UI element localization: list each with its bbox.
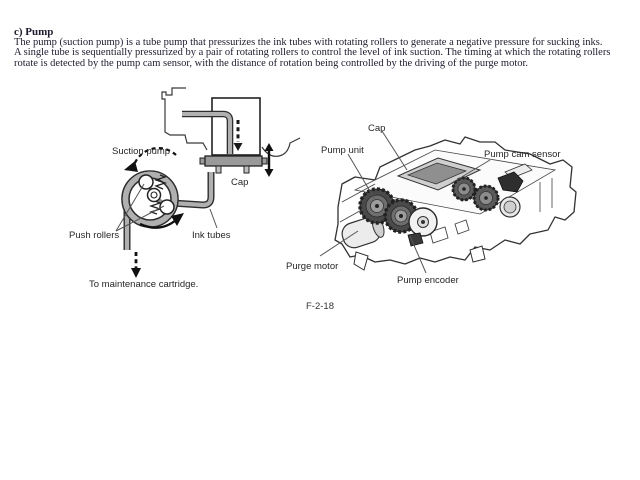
label-pump-encoder: Pump encoder <box>397 275 459 286</box>
label-to-maintenance-cartridge: To maintenance cartridge. <box>89 279 199 290</box>
description-text-block: c) Pump The pump (suction pump) is a tub… <box>14 27 626 69</box>
body-paragraph-1: The pump (suction pump) is a tube pump t… <box>14 37 603 48</box>
label-suction-pump: Suction pump <box>112 146 171 157</box>
figure-number: F-2-18 <box>306 301 334 312</box>
label-push-rollers: Push rollers <box>69 230 120 241</box>
section-heading: c) Pump <box>14 26 54 38</box>
label-pump-cam-sensor: Pump cam sensor <box>484 149 561 160</box>
suction-pump-diagram <box>60 85 305 300</box>
body-paragraph-2: A single tube is sequentially pressurize… <box>14 47 611 69</box>
label-purge-motor: Purge motor <box>286 261 339 272</box>
label-ink-tubes: Ink tubes <box>192 230 231 241</box>
label-cap-left: Cap <box>231 177 249 188</box>
label-pump-unit: Pump unit <box>321 145 364 156</box>
purge-unit-assembly-icon <box>319 130 577 274</box>
suction-pump-schematic-icon <box>115 87 301 278</box>
purge-unit-diagram <box>280 112 580 292</box>
label-cap-right: Cap <box>368 123 386 134</box>
